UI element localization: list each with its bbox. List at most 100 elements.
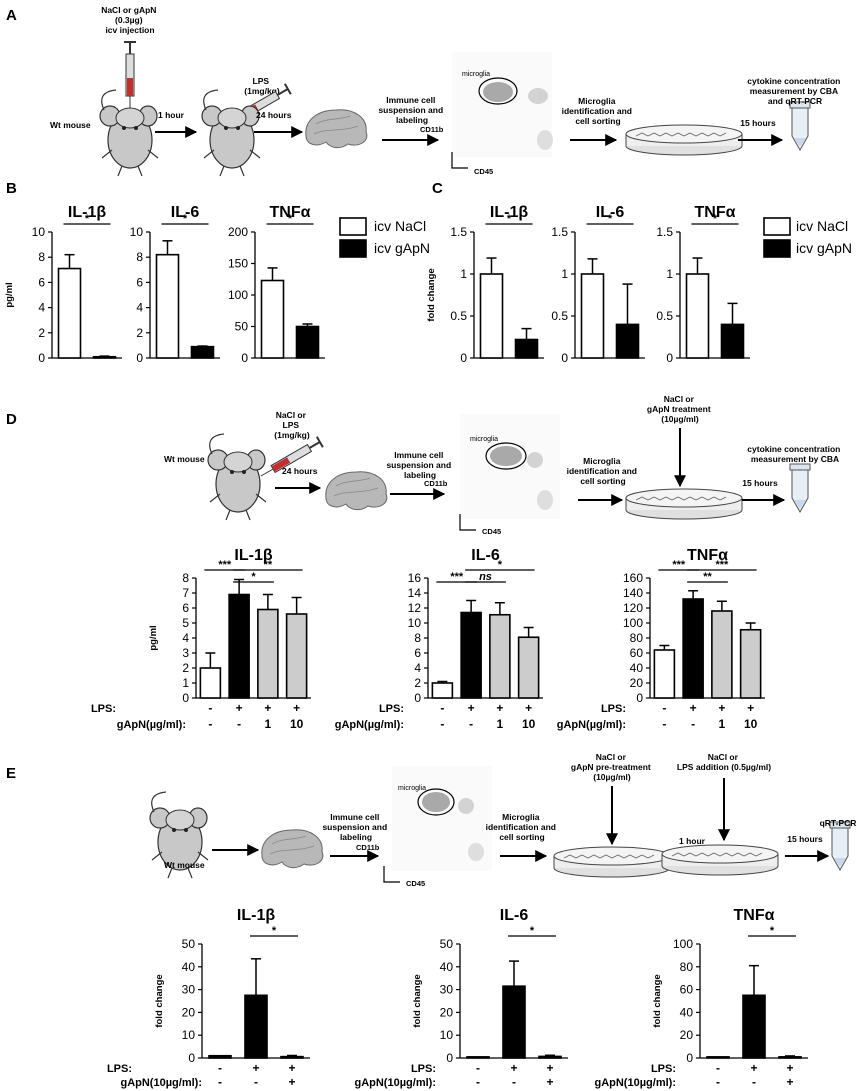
suspension-label: Immune cell suspension and labeling — [322, 812, 389, 842]
significance-label: * — [713, 213, 718, 225]
culture-dish-icon — [553, 846, 671, 878]
gapn-condition: - — [752, 1075, 756, 1089]
y-tick-label: 10 — [32, 225, 46, 239]
chart-title: IL-1β — [237, 907, 275, 924]
y-tick-label: 0.5 — [656, 309, 673, 323]
y-tick-label: 10 — [182, 1028, 196, 1042]
y-tick-label: 80 — [680, 960, 694, 974]
row-label-gapn: gApN(µg/ml): — [117, 719, 186, 731]
y-tick-label: 12 — [408, 601, 422, 615]
time-15h: 15 hours — [787, 834, 823, 844]
measure-label: cytokine concentration measurement by CB… — [747, 444, 842, 464]
lps-condition: + — [747, 701, 754, 715]
gapn-condition: - — [237, 717, 241, 731]
culture-dish-icon — [625, 124, 743, 156]
measure-label: qRT-PCR — [820, 818, 857, 828]
microglia-label: microglia — [462, 71, 490, 78]
treatment-label: NaCl or gApN treatment (10µg/ml) — [647, 394, 713, 424]
bar — [155, 253, 180, 359]
significance-label: * — [288, 213, 293, 225]
y-tick-label: 0.5 — [551, 309, 568, 323]
row-label-lps: LPS: — [411, 1063, 436, 1075]
time-15h: 15 hours — [740, 118, 776, 128]
y-tick-label: 60 — [680, 983, 694, 997]
pretreatment-label: NaCl or gApN pre-treatment (10µg/ml) — [571, 752, 653, 782]
y-tick-label: 0 — [636, 691, 643, 705]
panel-a-schematic: A NaCl or gApN (0.3µg) icv injection Wt … — [6, 5, 840, 177]
gapn-condition: - — [662, 717, 666, 731]
cd45-label: CD45 — [406, 879, 425, 888]
cluster-icon — [528, 88, 548, 104]
gapn-condition: 10 — [290, 717, 304, 731]
gapn-condition: 1 — [265, 717, 272, 731]
chart-title: IL-6 — [500, 907, 529, 924]
y-tick-label: 160 — [623, 571, 643, 585]
gate-ellipse — [485, 442, 527, 470]
y-tick-label: 50 — [440, 937, 454, 951]
culture-dish-icon — [661, 844, 779, 876]
axis-corner-icon — [451, 152, 468, 169]
y-tick-label: 1.5 — [656, 225, 673, 239]
bar — [778, 1056, 802, 1059]
lps-condition: + — [468, 701, 475, 715]
row-label-lps: LPS: — [91, 703, 116, 715]
legend-b: icv NaCl icv gApN — [339, 217, 430, 258]
bar — [466, 1056, 490, 1059]
y-tick-label: 20 — [182, 1005, 196, 1019]
lps-condition: + — [293, 701, 300, 715]
y-tick-label: 0 — [241, 351, 248, 365]
microglia-cluster — [422, 792, 450, 812]
gate-ellipse — [417, 788, 455, 816]
gapn-condition: + — [546, 1075, 553, 1089]
y-tick-label: 4 — [38, 301, 45, 315]
gate-ellipse — [478, 77, 518, 105]
y-tick-label: 0 — [38, 351, 45, 365]
y-tick-label: 1 — [666, 267, 673, 281]
y-tick-label: 0 — [446, 1051, 453, 1065]
legend-label-gapn: icv gApN — [796, 240, 852, 256]
cd11b-label: CD11b — [420, 125, 444, 134]
significance-label: * — [608, 213, 613, 225]
bar — [615, 323, 640, 359]
y-tick-label: 1 — [182, 676, 189, 690]
y-tick-label: 4 — [136, 301, 143, 315]
panel-d-schematic: D NaCl or LPS (1mg/kg) Wt mouse 24 hours… — [6, 394, 842, 536]
cd45-label: CD45 — [482, 527, 501, 536]
time-1h: 1 hour — [158, 110, 185, 120]
syringe-icon — [123, 41, 137, 111]
bar — [285, 613, 308, 699]
flow-plot — [452, 52, 552, 157]
y-tick-label: 0 — [414, 691, 421, 705]
y-tick-label: 100 — [228, 288, 248, 302]
bar — [538, 1055, 562, 1059]
microglia-cluster — [490, 446, 522, 466]
bar — [682, 598, 704, 699]
row-label-lps: LPS: — [651, 1063, 676, 1075]
legend-swatch-nacl — [339, 217, 367, 236]
y-tick-label: 0 — [666, 351, 673, 365]
cluster-icon — [458, 798, 474, 814]
legend-label-nacl: icv NaCl — [796, 218, 848, 234]
bar — [199, 667, 222, 699]
y-tick-label: 14 — [408, 586, 422, 600]
lps-addition-label: NaCl or LPS addition (0.5µg/ml) — [677, 752, 771, 772]
y-tick-label: 40 — [440, 960, 454, 974]
row-label-gapn: gApN(µg/ml): — [557, 719, 626, 731]
lps-condition: - — [208, 701, 212, 715]
flow-plot — [392, 766, 492, 871]
brain-icon — [261, 829, 324, 869]
lps-condition: + — [546, 1061, 553, 1075]
panel-letter-d: D — [6, 411, 17, 428]
y-axis-label: fold change — [154, 974, 165, 1027]
gapn-condition: - — [440, 717, 444, 731]
bar — [208, 1054, 232, 1059]
y-tick-label: 8 — [414, 631, 421, 645]
sorting-label: Microglia identification and cell sortin… — [567, 456, 640, 486]
suspension-label: Immune cell suspension and labeling — [378, 95, 445, 125]
gapn-condition: 1 — [719, 717, 726, 731]
bar — [685, 273, 710, 359]
significance-label: ** — [703, 571, 712, 583]
